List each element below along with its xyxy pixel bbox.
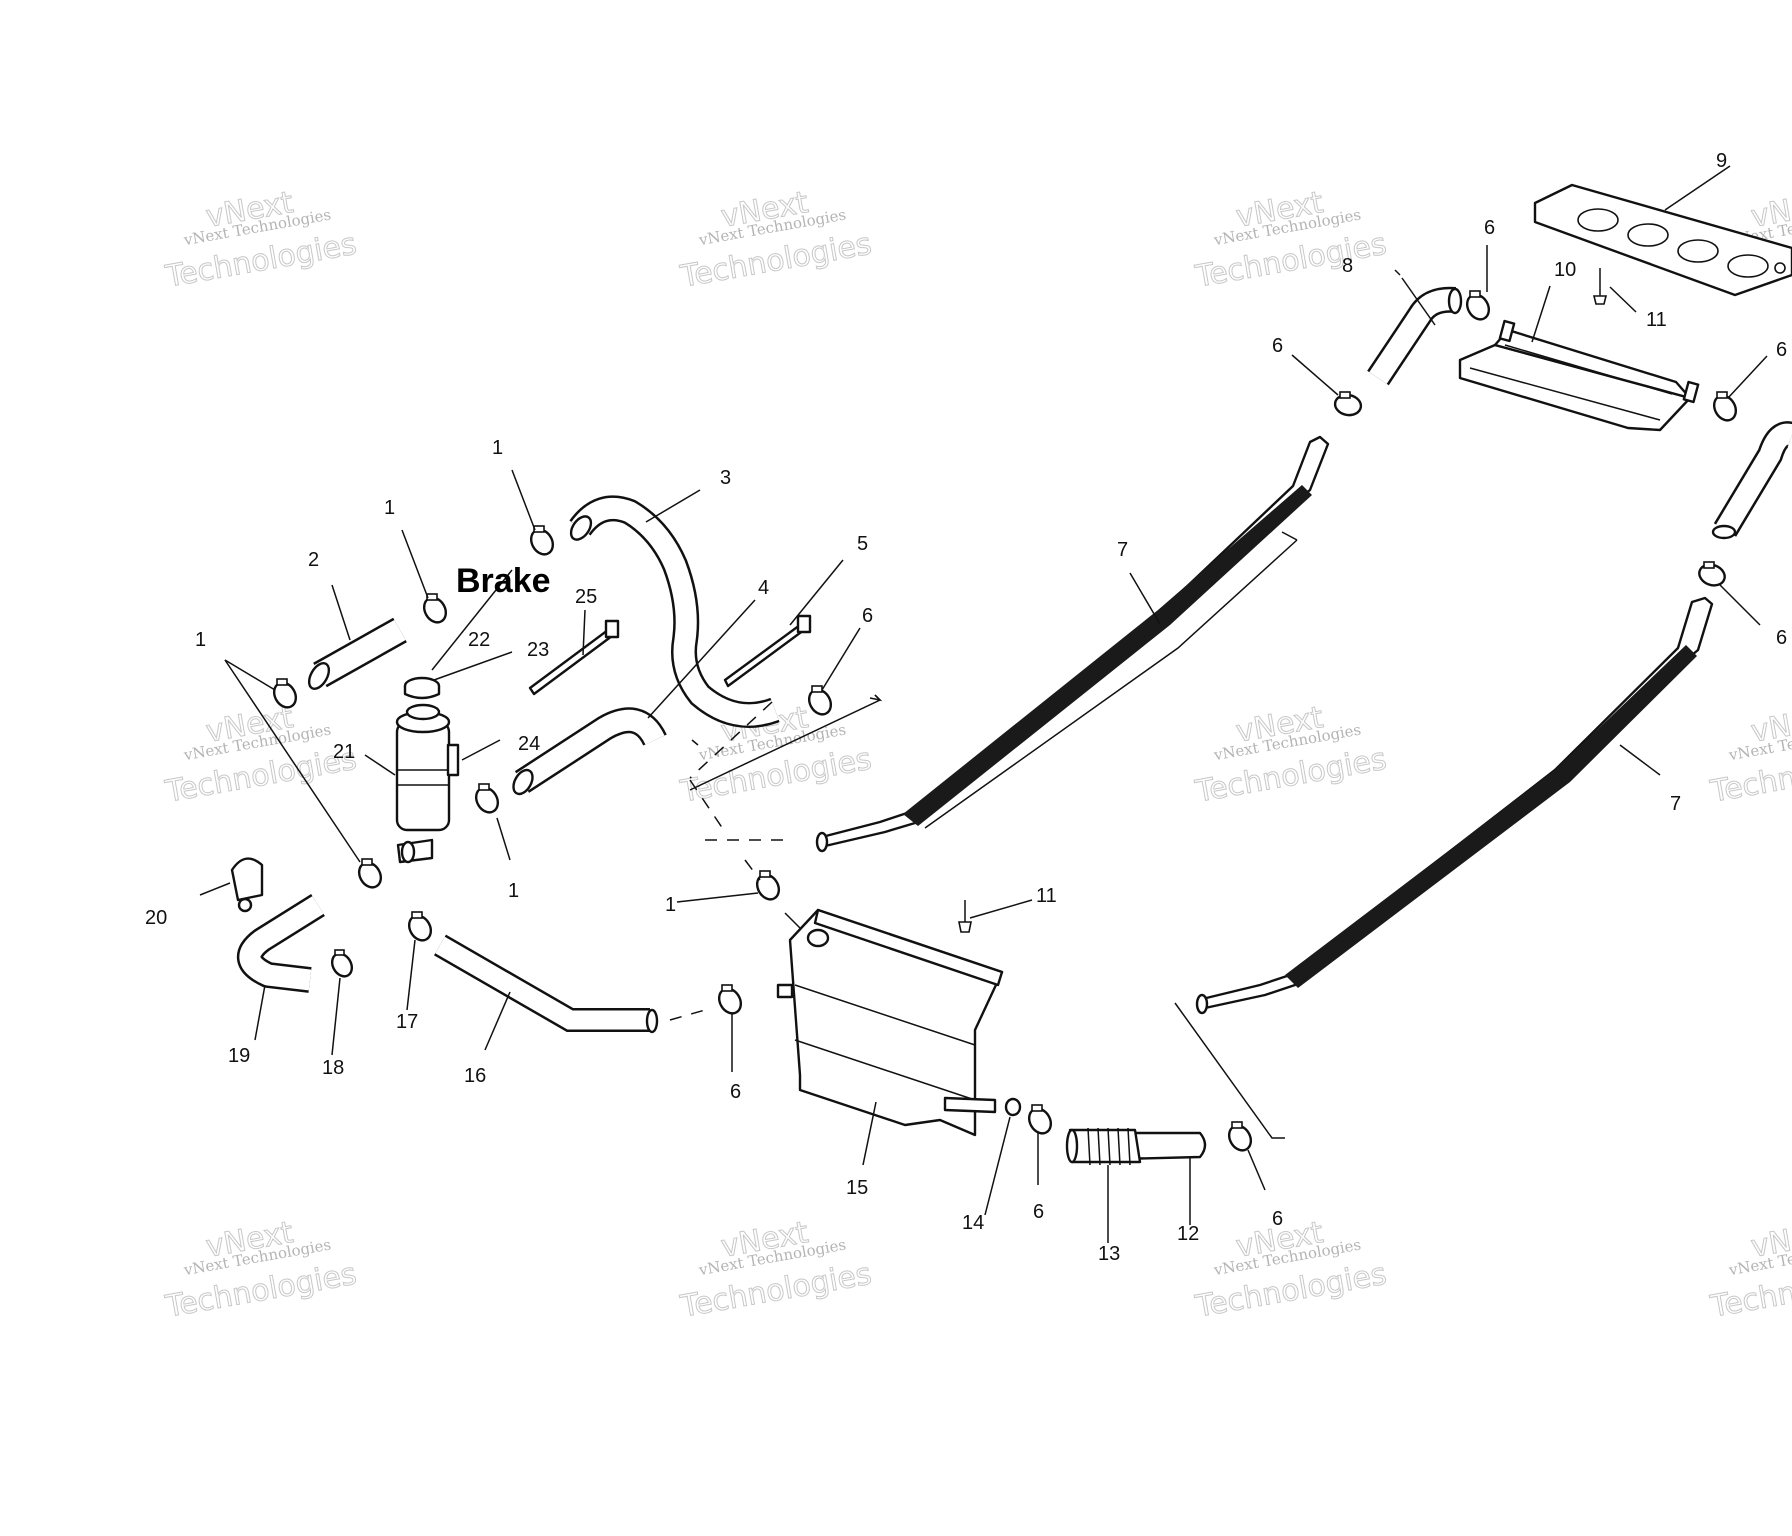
callout-8: 8	[1342, 255, 1353, 277]
callout-4: 4	[758, 577, 769, 599]
clamp	[1712, 391, 1738, 422]
straight-hose-2	[307, 617, 407, 690]
zip-tie-5	[723, 614, 812, 688]
callout-18: 18	[322, 1057, 344, 1079]
leader-lines	[199, 165, 1768, 1243]
clamp	[807, 685, 833, 716]
heat-exchanger-front	[776, 908, 1004, 1137]
callout-14: 14	[962, 1212, 984, 1234]
callout-24: 24	[518, 733, 540, 755]
zip-tie-25	[528, 619, 620, 696]
callout-17: 17	[396, 1011, 418, 1033]
heat-exchanger-top	[1458, 319, 1700, 432]
elbow-hose-8	[1367, 286, 1463, 386]
watermark: vNext vNext Technologies Technologies	[1707, 1215, 1792, 1326]
callout-9: 9	[1716, 150, 1727, 172]
callout-6: 6	[1776, 627, 1787, 649]
callout-6: 6	[862, 605, 873, 627]
callout-6: 6	[1776, 339, 1787, 361]
hose-clamps	[272, 290, 1738, 1152]
connector-lines	[669, 694, 1285, 1139]
watermark: vNext vNext Technologies Technologies	[162, 1215, 360, 1326]
callout-7: 7	[1117, 539, 1128, 561]
callout-16: 16	[464, 1065, 486, 1087]
brake-label: Brake	[456, 562, 551, 600]
clamp	[755, 870, 781, 901]
gasket-plate	[1533, 183, 1792, 297]
cooling-tube-upper	[815, 435, 1330, 853]
bent-hose-3	[569, 495, 780, 728]
callout-19: 19	[228, 1045, 250, 1067]
callout-3: 3	[720, 467, 731, 489]
curved-hose-19	[237, 893, 325, 993]
callout-6: 6	[1272, 335, 1283, 357]
callout-11: 11	[1646, 309, 1667, 331]
elbow-hose-4	[512, 707, 667, 796]
clamp	[422, 593, 448, 624]
reservoir-cap	[403, 676, 441, 700]
callout-13: 13	[1098, 1243, 1120, 1265]
watermark: vNext vNext Technologies Technologies	[162, 185, 360, 296]
clamp	[407, 911, 433, 942]
pipe-16	[434, 934, 659, 1034]
bolt-upper	[1592, 268, 1608, 305]
callout-21: 21	[333, 741, 355, 763]
clamp	[474, 783, 500, 814]
callout-6: 6	[1272, 1208, 1283, 1230]
callout-6: 6	[1033, 1201, 1044, 1223]
cooling-tube-lower	[1195, 596, 1714, 1015]
reservoir-tank	[395, 703, 460, 864]
callout-labels: 1 1 1 1 1 2 3 4 5 6 6 6 6 6 6 6 6 7 7 8 …	[145, 150, 1787, 1265]
watermark: vNext vNext Technologies Technologies	[677, 1215, 875, 1326]
callout-22: 22	[468, 629, 490, 651]
watermark: vNext vNext Technologies Technologies	[1192, 185, 1390, 296]
callout-1: 1	[508, 880, 519, 902]
bolt-lower	[958, 900, 972, 933]
clamp	[1227, 1121, 1253, 1152]
clamp	[1333, 391, 1363, 417]
watermark: vNext vNext Technologies Technologies	[1707, 700, 1792, 811]
callout-5: 5	[857, 533, 868, 555]
callout-1: 1	[665, 894, 676, 916]
callout-20: 20	[145, 907, 167, 929]
elbow-hose-right	[1711, 421, 1792, 540]
watermark: vNext vNext Technologies Technologies	[1192, 1215, 1390, 1326]
callout-1: 1	[384, 497, 395, 519]
clamp	[1465, 290, 1491, 321]
callout-25: 25	[575, 586, 597, 608]
bracket-clip	[230, 857, 264, 913]
callout-6: 6	[730, 1081, 741, 1103]
watermark: vNext vNext Technologies Technologies	[1192, 700, 1390, 811]
watermark: vNext vNext Technologies Technologies	[677, 185, 875, 296]
callout-12: 12	[1177, 1223, 1199, 1245]
clamp	[1027, 1104, 1053, 1135]
clamp	[357, 858, 383, 889]
callout-7: 7	[1670, 793, 1681, 815]
coupling-hose	[1065, 1127, 1207, 1166]
clamp	[330, 949, 354, 978]
callout-15: 15	[846, 1177, 868, 1199]
callout-1: 1	[195, 629, 206, 651]
callout-1: 1	[492, 437, 503, 459]
clamp	[272, 678, 298, 709]
callout-23: 23	[527, 639, 549, 661]
clamp	[529, 525, 555, 556]
clamp	[1698, 561, 1726, 587]
callout-2: 2	[308, 549, 319, 571]
callout-11: 11	[1036, 885, 1057, 907]
edge-fitting	[1774, 262, 1786, 274]
callout-6: 6	[1484, 217, 1495, 239]
watermark: vNext vNext Technologies Technologies	[162, 700, 360, 811]
clamp	[717, 984, 743, 1015]
callout-10: 10	[1554, 259, 1576, 281]
o-ring	[1004, 1097, 1022, 1117]
